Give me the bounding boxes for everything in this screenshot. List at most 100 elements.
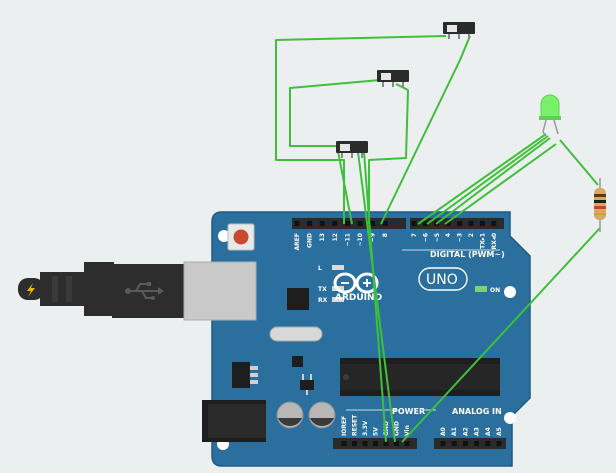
analog-pin[interactable]	[440, 441, 446, 446]
digital-pin-label: ~11	[344, 233, 351, 246]
power-pin-label: RESET	[352, 414, 359, 436]
digital-pin[interactable]	[332, 221, 338, 226]
digital-pin[interactable]	[479, 221, 485, 226]
power-pin-label: GND	[394, 421, 401, 436]
lightning-icon	[27, 283, 35, 297]
digital-pin-label: 2	[468, 233, 475, 237]
analog-pin[interactable]	[496, 441, 502, 446]
digital-pin[interactable]	[382, 221, 388, 226]
green-led[interactable]	[539, 94, 561, 137]
analog-pin[interactable]	[474, 441, 480, 446]
microcontroller-chip	[340, 358, 500, 396]
power-led	[475, 286, 487, 292]
power-pin-label: 5V	[373, 427, 380, 436]
digital-pin-label: ~10	[357, 233, 364, 246]
voltage-regulator	[232, 362, 258, 388]
transistor	[300, 374, 314, 395]
slide-switch-middle[interactable]	[377, 70, 409, 87]
power-led-label: ON	[490, 287, 500, 294]
usb-chip	[287, 288, 309, 310]
digital-pin[interactable]	[411, 221, 417, 226]
analog-pin-label: A4	[485, 427, 492, 436]
uno-badge: UNO	[418, 267, 468, 291]
resistor[interactable]	[594, 178, 606, 232]
wire	[401, 227, 601, 443]
mounting-hole	[504, 412, 516, 424]
wire	[363, 151, 387, 443]
digital-pin[interactable]	[344, 221, 350, 226]
svg-text:UNO: UNO	[426, 272, 458, 288]
digital-pin-label: AREF	[294, 233, 301, 250]
status-led-label: L	[318, 265, 322, 272]
digital-pin[interactable]	[422, 221, 428, 226]
power-pin[interactable]	[404, 441, 410, 446]
digital-pin[interactable]	[491, 221, 497, 226]
status-led-label: RX	[318, 297, 328, 304]
power-pin[interactable]	[394, 441, 399, 446]
brand-text: ARDUINO	[335, 293, 383, 303]
power-pin-label: 3.3V	[362, 420, 369, 436]
analog-pin[interactable]	[451, 441, 457, 446]
slide-switch-top[interactable]	[443, 22, 475, 39]
digital-pin-label: ~6	[422, 233, 429, 242]
digital-pin[interactable]	[357, 221, 363, 226]
digital-pin-label: RX◂0	[491, 233, 498, 249]
digital-pin-label: 12	[332, 233, 339, 241]
digital-pin[interactable]	[457, 221, 463, 226]
digital-pin-label: TX▸1	[479, 233, 486, 249]
wire	[417, 133, 547, 225]
digital-pin[interactable]	[307, 221, 313, 226]
arduino-logo	[333, 272, 379, 294]
digital-pin-label: ~3	[457, 233, 464, 242]
digital-pin[interactable]	[370, 221, 376, 226]
wire	[357, 151, 396, 443]
digital-header[interactable]	[292, 218, 504, 229]
capacitor	[308, 401, 336, 429]
analog-pin-label: A1	[451, 427, 458, 436]
digital-pin[interactable]	[445, 221, 451, 226]
digital-pin-label: 13	[319, 233, 326, 241]
digital-pin[interactable]	[468, 221, 474, 226]
digital-pin-label: 8	[382, 233, 389, 237]
power-pin[interactable]	[362, 441, 368, 446]
wire	[368, 83, 409, 224]
analog-pin-label: A5	[496, 427, 503, 436]
digital-pin-label: GND	[307, 233, 314, 248]
digital-pin-label: ~9	[370, 233, 377, 242]
power-header[interactable]	[333, 438, 417, 449]
wire	[559, 139, 599, 186]
dc-power-jack	[202, 400, 266, 442]
power-pin[interactable]	[373, 441, 378, 446]
status-led	[332, 265, 344, 270]
mounting-hole	[504, 286, 516, 298]
wire	[444, 143, 557, 225]
reset-button[interactable]	[227, 223, 255, 251]
wire	[289, 79, 381, 225]
power-pin[interactable]	[341, 441, 347, 446]
digital-pin[interactable]	[294, 221, 300, 226]
slide-switch-bottom[interactable]	[336, 141, 368, 158]
usb-icon	[125, 282, 164, 300]
wire	[435, 137, 551, 225]
power-pin-label: GND	[383, 421, 390, 436]
analog-pin[interactable]	[462, 441, 468, 446]
wire	[426, 135, 549, 225]
mounting-hole	[218, 230, 230, 242]
digital-pin[interactable]	[319, 221, 325, 226]
digital-header-title: DIGITAL (PWM~)	[430, 250, 505, 259]
usb-cable[interactable]	[18, 261, 257, 321]
digital-pin-label: 7	[411, 233, 418, 237]
analog-pin-label: A0	[440, 427, 447, 436]
analog-header[interactable]	[434, 438, 506, 449]
small-chip	[292, 356, 303, 367]
capacitor	[276, 401, 304, 429]
power-pin[interactable]	[352, 441, 357, 446]
power-pin[interactable]	[383, 441, 389, 446]
analog-header-title: ANALOG IN	[452, 407, 502, 416]
analog-pin[interactable]	[485, 441, 491, 446]
